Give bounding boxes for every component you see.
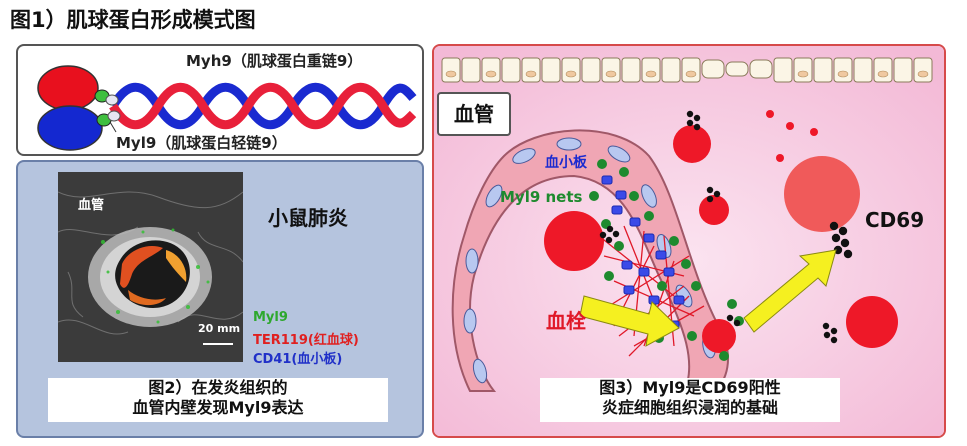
- myosin-structure-panel: Myh9（肌球蛋白重链9） Myl9（肌球蛋白轻链9）: [16, 44, 424, 156]
- myosin-head-red: [37, 65, 99, 111]
- micrograph-vessel-label: 血管: [78, 198, 105, 213]
- inflammatory-cell-2: [699, 195, 729, 225]
- arrow-to-tissue: [743, 249, 837, 333]
- mechanism-panel: [432, 44, 946, 438]
- cd69-receptors: [599, 110, 853, 344]
- scale-bar-label: 20 mm: [198, 322, 241, 335]
- inflammatory-cell-1: [673, 125, 711, 163]
- platelet-signal: [166, 250, 187, 282]
- light-chain-gray-bottom: [107, 110, 121, 122]
- platelet-label: 血小板: [545, 155, 587, 171]
- arrow-to-thrombus: [579, 295, 680, 347]
- light-chain-pointer: [109, 121, 117, 133]
- light-chain-label: Myl9（肌球蛋白轻链9）: [116, 134, 287, 152]
- red-cell-vessel: [544, 211, 604, 271]
- cd69-label: CD69: [865, 208, 925, 232]
- legend-myl9: Myl9: [253, 310, 288, 325]
- red-blood-cell-signal: [120, 245, 163, 288]
- heavy-chain-label: Myh9（肌球蛋白重链9）: [186, 52, 363, 70]
- legend-cd41: CD41(血小板): [253, 352, 343, 367]
- panel3-caption: 图3）Myl9是CD69阳性 炎症细胞组织浸润的基础: [540, 378, 840, 422]
- panel3-caption-line1: 图3）Myl9是CD69阳性: [599, 378, 781, 397]
- vessel-label: 血管: [437, 92, 511, 136]
- panel2-caption-line2: 血管内壁发现Myl9表达: [132, 398, 304, 417]
- panel3-caption-line2: 炎症细胞组织浸润的基础: [601, 398, 778, 417]
- myosin-diagram: [37, 65, 417, 151]
- fluorescence-micrograph: 血管 20 mm: [58, 172, 243, 362]
- myosin-head-blue: [37, 105, 103, 151]
- myl9-green-signal: [101, 228, 210, 324]
- myl9-free-dots: [766, 110, 818, 162]
- myl9-nets-label: Myl9 nets: [500, 188, 583, 206]
- endothelial-nuclei: [463, 137, 716, 384]
- micrograph-image: [58, 172, 243, 362]
- mechanism-diagram: [434, 46, 944, 436]
- thrombus-label: 血栓: [546, 309, 586, 333]
- model-label: 小鼠肺炎: [268, 206, 348, 230]
- heavy-chain-strand-red: [109, 82, 417, 130]
- panel2-caption-line1: 图2）在发炎组织的: [148, 378, 288, 397]
- figure-title: 图1）肌球蛋白形成模式图: [10, 8, 256, 32]
- inflammatory-cell-large: [784, 156, 860, 232]
- heavy-chain-strand-blue: [109, 82, 417, 130]
- inflammatory-cell-4: [846, 296, 898, 348]
- light-chain-gray-top: [105, 94, 119, 106]
- red-cell-thrombus: [702, 319, 736, 353]
- epithelial-cell-row: [441, 57, 933, 83]
- panel2-caption: 图2）在发炎组织的 血管内壁发现Myl9表达: [48, 378, 388, 422]
- legend-ter119: TER119(红血球): [253, 333, 359, 348]
